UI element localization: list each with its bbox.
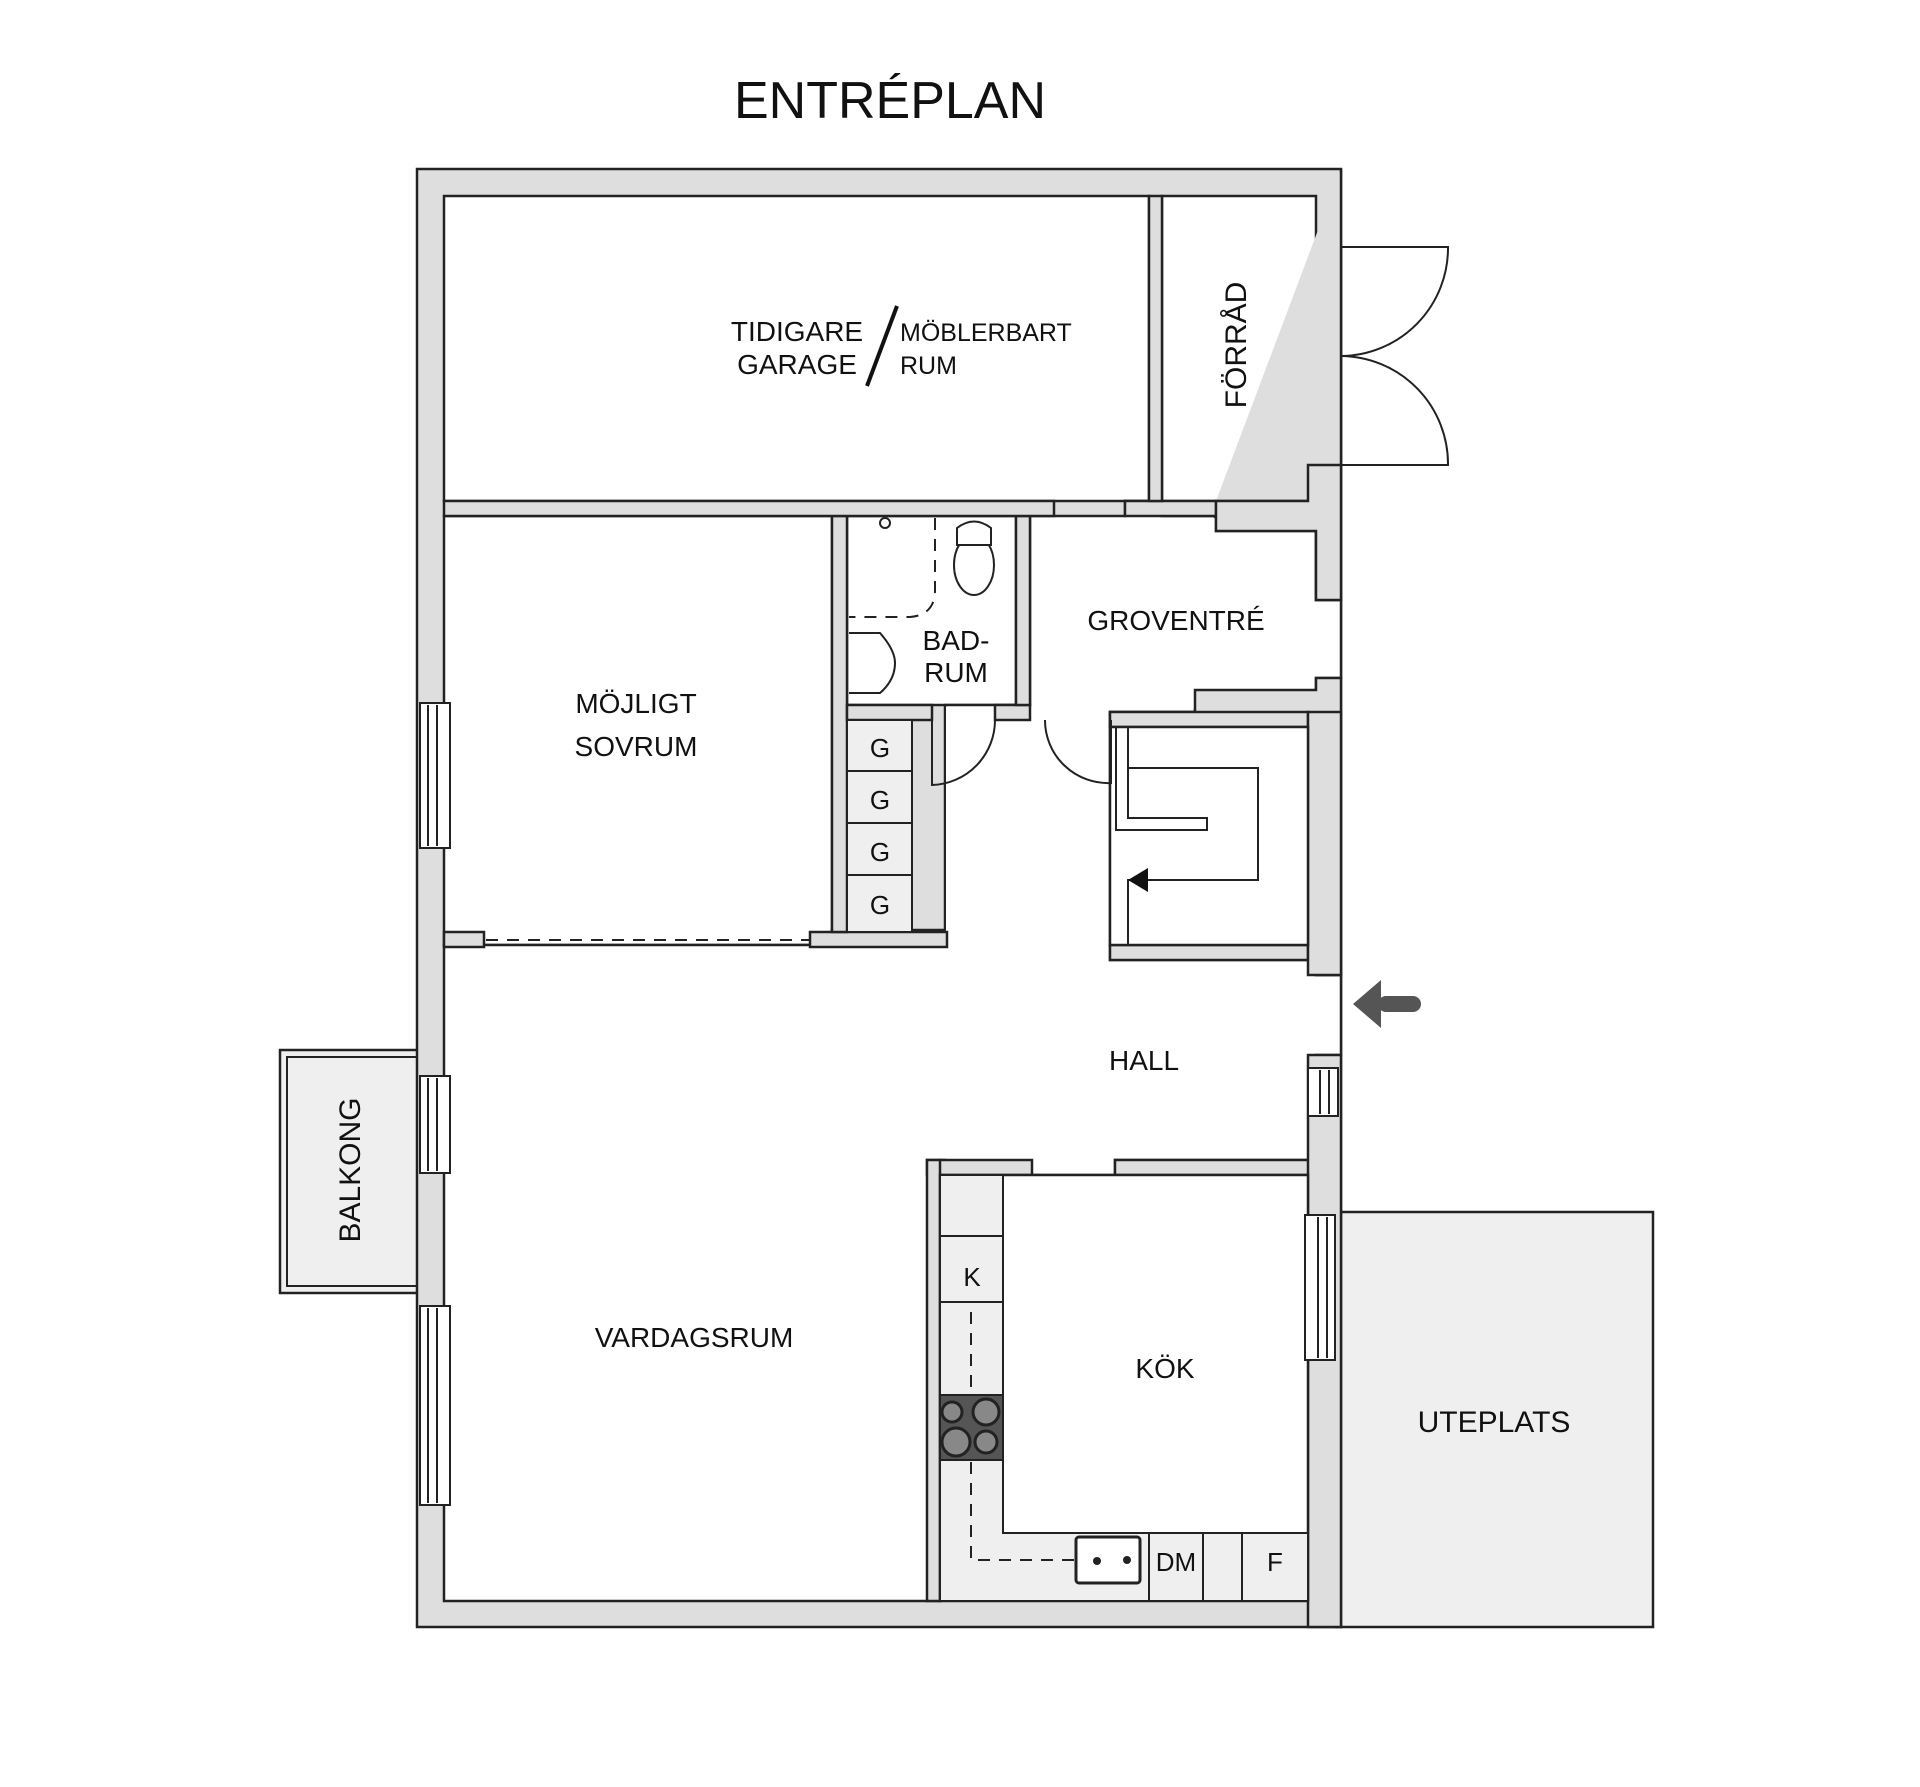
window [419, 1075, 451, 1174]
bathroom-door-swing [931, 719, 996, 787]
wall-stub [442, 930, 486, 949]
bedroom-label-line1: MÖJLIGT [575, 688, 696, 719]
storage-door-swing-bottom [1340, 355, 1450, 466]
garage-alt-label-line1: MÖBLERBART [900, 319, 1072, 347]
room-former-garage [442, 194, 1151, 503]
bathroom-label-line2: RUM [924, 657, 988, 688]
wall-kitchen-top-left [925, 1158, 1034, 1177]
closet-label: G [870, 733, 890, 763]
windows [419, 702, 1339, 1506]
storage-door-swing-top [1340, 246, 1450, 357]
shower-area [849, 518, 936, 618]
kitchen-label: KÖK [1135, 1353, 1194, 1384]
living-room-label: VARDAGSRUM [595, 1322, 794, 1353]
label-slash [865, 305, 899, 387]
stair-direction-arrow-icon [1128, 868, 1148, 892]
patio-label: UTEPLATS [1418, 1406, 1571, 1439]
closet [846, 874, 913, 933]
entrance-arrow-icon [1353, 980, 1421, 1028]
closets: G G G G [846, 719, 913, 933]
sink-icon [849, 632, 897, 694]
wall-storage-bottom [1123, 499, 1218, 518]
wall-stair-bottom [1108, 943, 1310, 962]
window [419, 702, 451, 849]
shower-head-icon [879, 517, 891, 529]
wall-garage-storage [1147, 194, 1164, 503]
dishwasher-label: DM [1156, 1547, 1196, 1577]
bathroom-label-line1: BAD- [923, 625, 990, 656]
wall-stair-right [1306, 710, 1343, 977]
wall-stair-top [1108, 710, 1310, 729]
window [419, 1305, 451, 1506]
sink-icon [1074, 1535, 1142, 1585]
wall-kitchen-top-right [1113, 1158, 1318, 1177]
garage-label-line2: GARAGE [737, 349, 857, 380]
closet-label: G [870, 890, 890, 920]
wall-kitchen-left [925, 1158, 942, 1603]
countertop [939, 1174, 1309, 1602]
groventre-door-swing [1043, 719, 1112, 785]
plan-title: ENTRÉPLAN [734, 72, 1046, 130]
balcony-label: BALKONG [334, 1097, 367, 1242]
bedroom-label-line2: SOVRUM [575, 731, 698, 762]
closet-label: G [870, 837, 890, 867]
wall-bath-bottom-right [993, 703, 1032, 722]
wall-bath-bottom-left [845, 703, 934, 722]
closet [846, 822, 913, 876]
garage-label-line1: TIDIGARE [731, 316, 863, 347]
storage-label: FÖRRÅD [1220, 282, 1253, 409]
kitchen-fixtures: K DM F [939, 1174, 1309, 1602]
wall-bedroom-right [830, 514, 849, 934]
bathroom-fixtures [849, 517, 995, 694]
groventre-label: GROVENTRÉ [1087, 605, 1264, 636]
fridge-label: F [1267, 1547, 1283, 1577]
staircase [1108, 725, 1310, 947]
hall-label: HALL [1109, 1045, 1179, 1076]
garage-alt-label-line2: RUM [900, 352, 957, 380]
balcony: BALKONG [278, 1048, 426, 1295]
closet [846, 719, 913, 772]
fridge-k-label: K [963, 1262, 981, 1292]
wall-closet-base [808, 930, 949, 949]
wall-bath-right [1014, 514, 1032, 707]
closet-label: G [870, 785, 890, 815]
window [1307, 1067, 1339, 1117]
patio: UTEPLATS [1334, 1210, 1655, 1629]
window [1304, 1214, 1336, 1361]
wall-garage-bottom [442, 499, 1056, 518]
